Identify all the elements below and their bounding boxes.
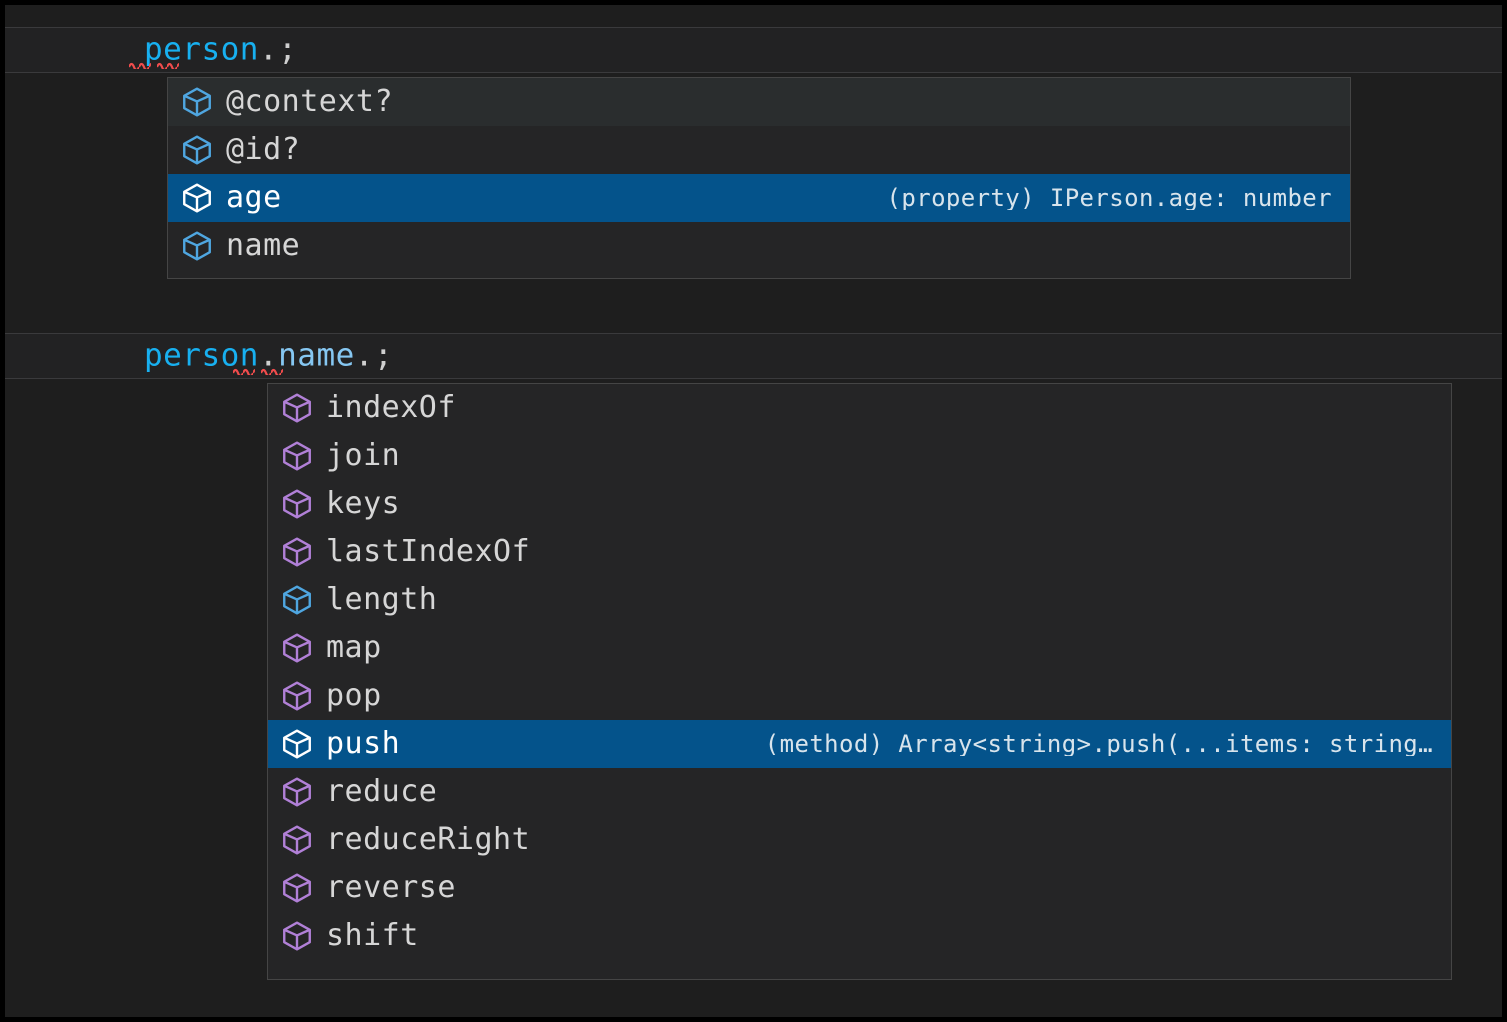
method-cube-icon	[283, 729, 311, 759]
suggest-item-reduceright[interactable]: reduceRight	[268, 816, 1451, 864]
suggest-item-detail: (property) IPerson.age: number	[886, 186, 1332, 210]
property-cube-icon	[183, 135, 211, 165]
method-cube-icon	[283, 537, 311, 567]
token-dot: .	[258, 31, 279, 68]
method-cube-icon	[283, 777, 311, 807]
suggest-item-name[interactable]: name	[168, 222, 1350, 270]
suggest-item-label: age	[226, 180, 282, 215]
property-cube-icon	[183, 183, 211, 213]
suggest-item-lastindexof[interactable]: lastIndexOf	[268, 528, 1451, 576]
method-cube-icon	[283, 825, 311, 855]
suggest-item-label: reduceRight	[326, 822, 531, 857]
suggest-item-label: name	[226, 228, 301, 263]
suggest-item-keys[interactable]: keys	[268, 480, 1451, 528]
suggest-item-label: indexOf	[326, 390, 456, 425]
suggest-item-indexof[interactable]: indexOf	[268, 384, 1451, 432]
token-semicolon: ;	[278, 31, 298, 68]
suggest-item-pop[interactable]: pop	[268, 672, 1451, 720]
error-squiggle-line-1-semicolon	[157, 61, 179, 69]
suggest-item-label: push	[326, 726, 401, 761]
token-dot-2a: .	[258, 337, 279, 374]
suggest-item-detail: (method) Array<string>.push(...items: st…	[764, 732, 1433, 756]
token-semicolon-2: ;	[373, 337, 394, 374]
property-cube-icon	[283, 585, 311, 615]
suggest-item-length[interactable]: length	[268, 576, 1451, 624]
suggest-item-shift[interactable]: shift	[268, 912, 1451, 960]
suggest-item-label: join	[326, 438, 401, 473]
token-dot-2b: .	[354, 337, 374, 374]
suggest-item-label: shift	[326, 918, 419, 953]
suggest-item-age[interactable]: age (property) IPerson.age: number	[168, 174, 1350, 222]
suggest-item-label: @id?	[226, 132, 301, 167]
editor-line-1[interactable]: person.;	[5, 27, 1502, 73]
error-squiggle-line-1-dot	[129, 61, 151, 69]
token-identifier-person: person	[143, 31, 259, 68]
token-property-name: name	[278, 337, 355, 374]
suggest-item-label: reverse	[326, 870, 456, 905]
suggest-item-reduce[interactable]: reduce	[268, 768, 1451, 816]
method-cube-icon	[283, 441, 311, 471]
editor-line-1-text: person.;	[29, 5, 297, 97]
suggest-item-label: reduce	[326, 774, 438, 809]
suggest-item-label: map	[326, 630, 382, 665]
suggest-item-map[interactable]: map	[268, 624, 1451, 672]
suggest-item-label: pop	[326, 678, 382, 713]
property-cube-icon	[183, 87, 211, 117]
suggest-item-label: lastIndexOf	[326, 534, 531, 569]
token-identifier-person-2: person	[143, 337, 259, 374]
suggest-item-id[interactable]: @id?	[168, 126, 1350, 174]
property-cube-icon	[183, 231, 211, 261]
suggest-item-label: length	[326, 582, 438, 617]
error-squiggle-line-2-dot	[233, 367, 255, 375]
code-editor-surface[interactable]: person.; @context? @id? age (property) IPer…	[5, 5, 1502, 1017]
editor-line-2-text: person.name.;	[29, 310, 393, 403]
editor-line-2[interactable]: person.name.;	[5, 333, 1502, 379]
method-cube-icon	[283, 633, 311, 663]
suggest-widget-2[interactable]: indexOf join keys lastIndexOf length map pop pu…	[267, 383, 1452, 980]
method-cube-icon	[283, 489, 311, 519]
error-squiggle-line-2-semicolon	[261, 367, 283, 375]
suggest-item-context[interactable]: @context?	[168, 78, 1350, 126]
suggest-item-reverse[interactable]: reverse	[268, 864, 1451, 912]
method-cube-icon	[283, 921, 311, 951]
suggest-widget-1[interactable]: @context? @id? age (property) IPerson.age: …	[167, 77, 1351, 279]
method-cube-icon	[283, 681, 311, 711]
suggest-item-push[interactable]: push (method) Array<string>.push(...items…	[268, 720, 1451, 768]
method-cube-icon	[283, 873, 311, 903]
method-cube-icon	[283, 393, 311, 423]
suggest-item-label: keys	[326, 486, 401, 521]
suggest-item-label: @context?	[226, 84, 394, 119]
suggest-item-join[interactable]: join	[268, 432, 1451, 480]
